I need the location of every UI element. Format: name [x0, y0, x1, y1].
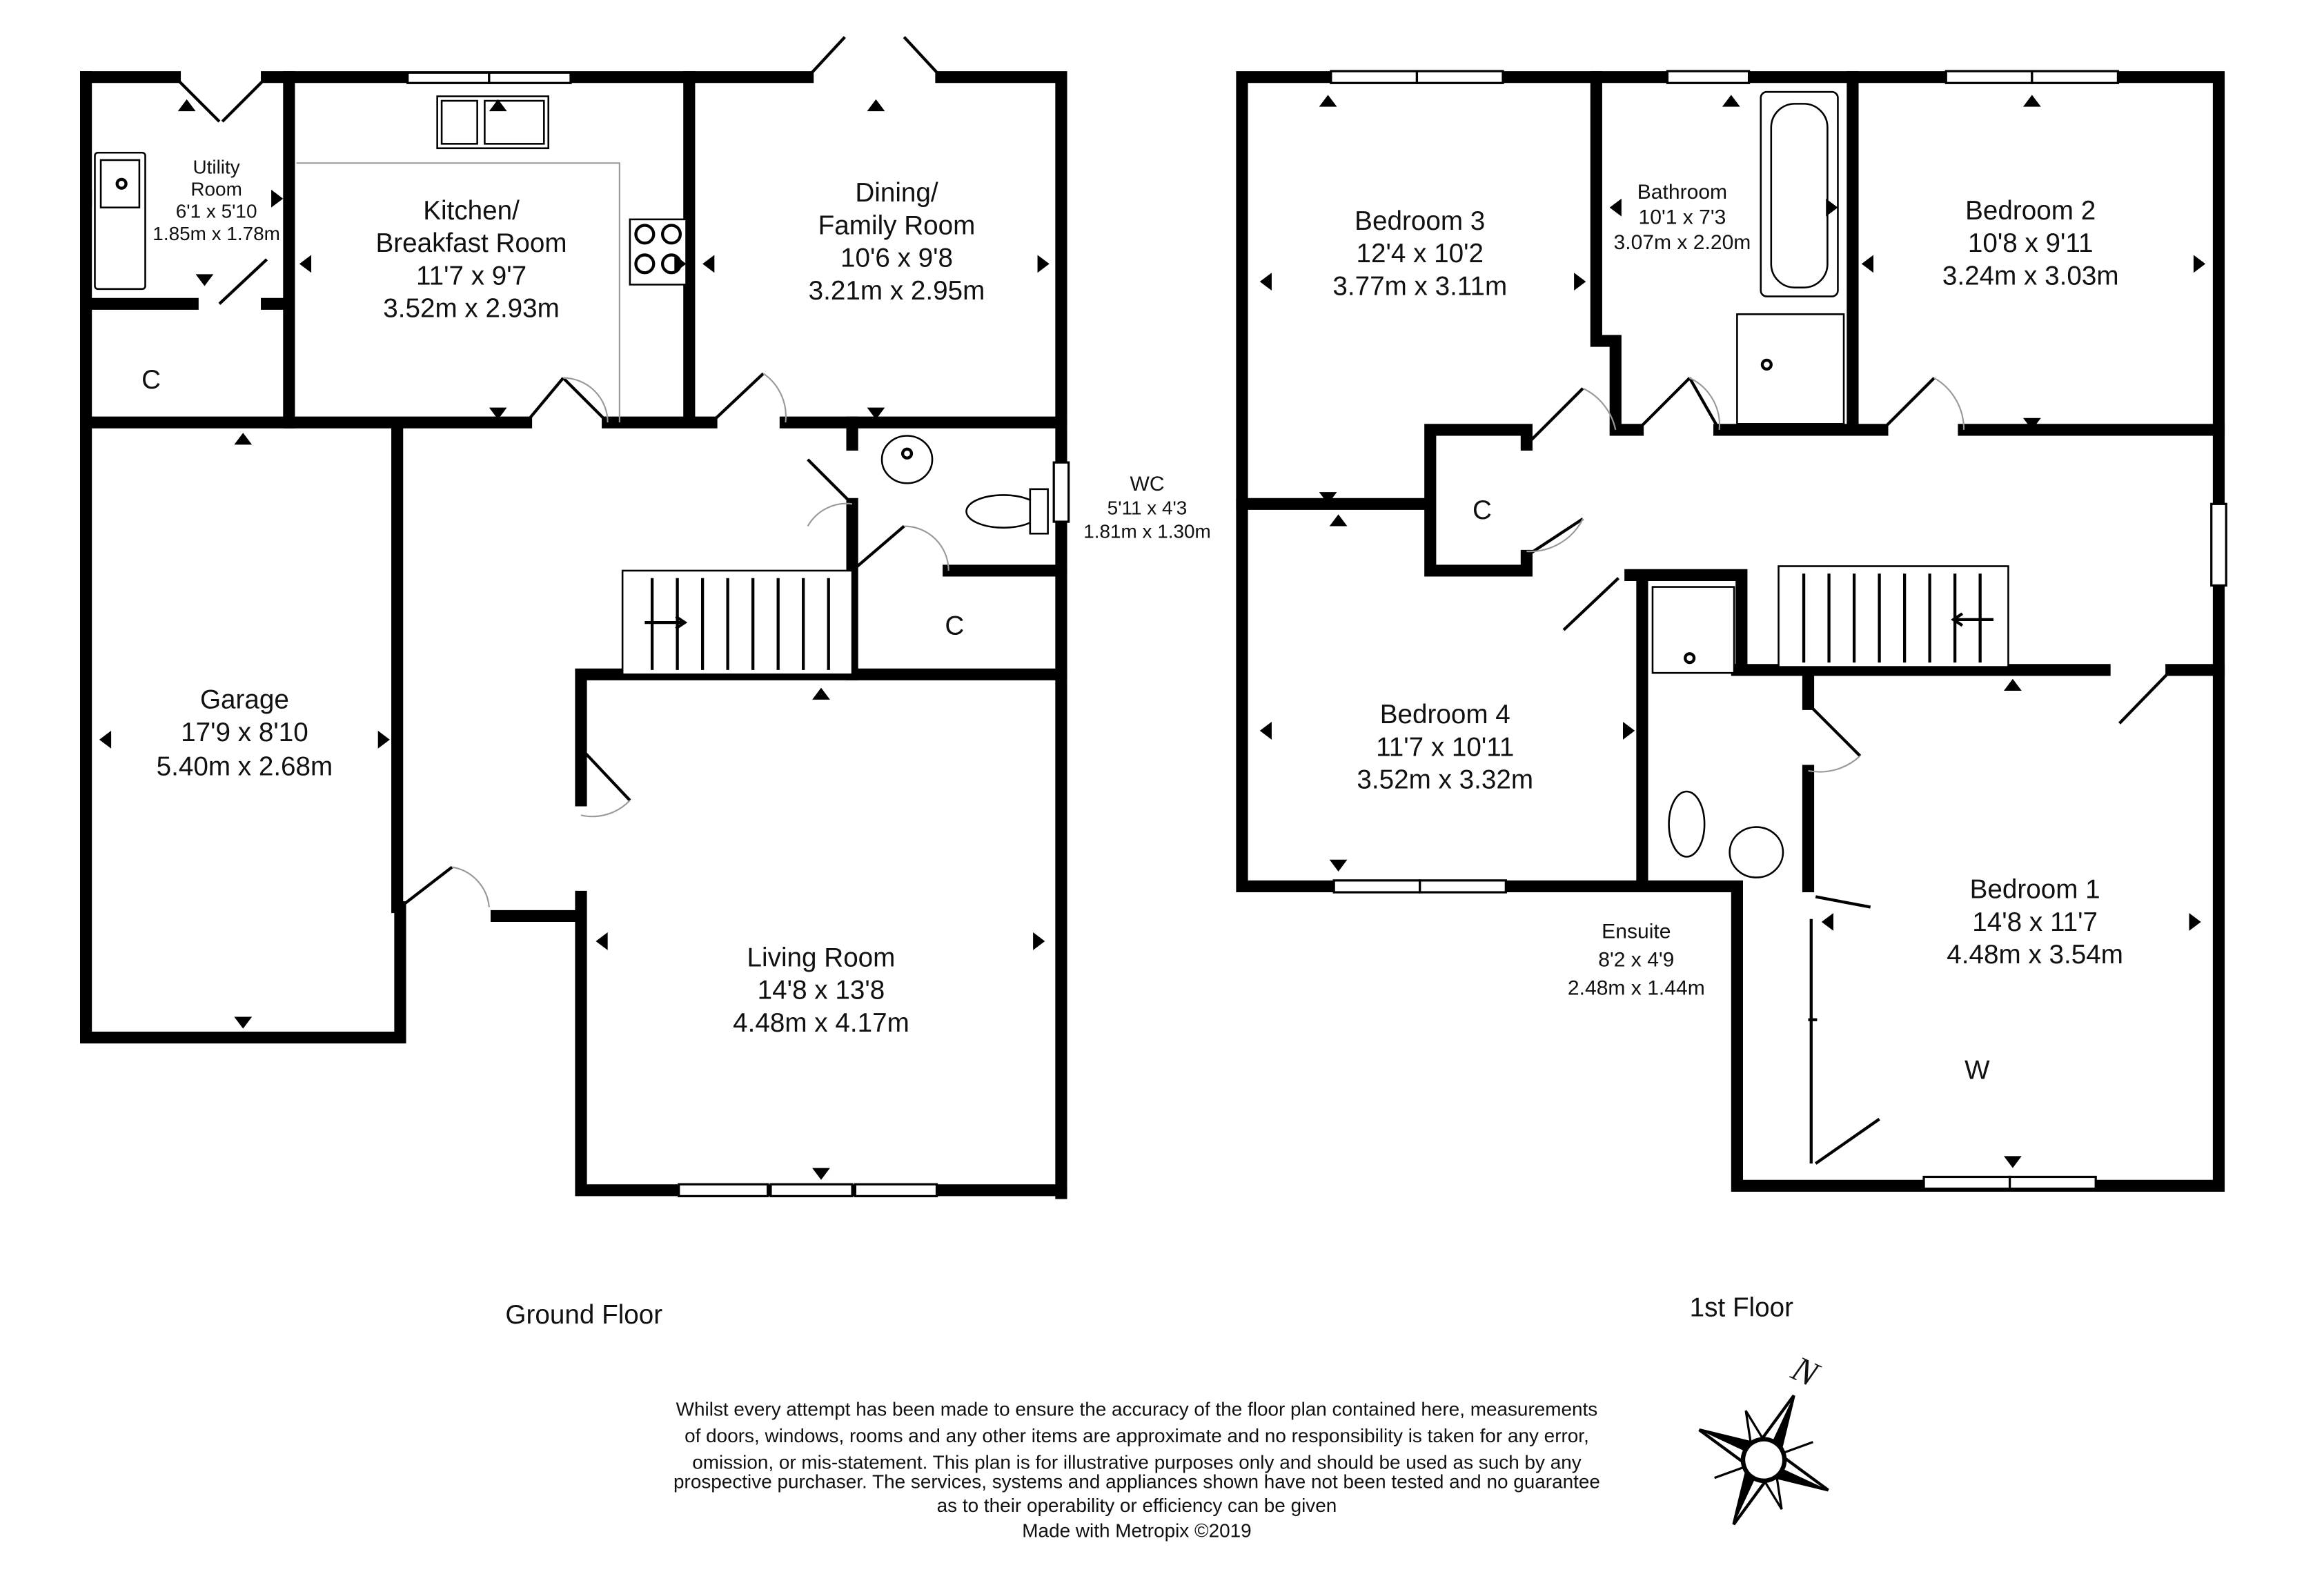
ensuite-metric: 2.48m x 1.44m	[1568, 976, 1705, 999]
utility-metric: 1.85m x 1.78m	[152, 223, 280, 244]
bathroom-label: Bathroom	[1637, 181, 1727, 204]
bedroom1-imperial: 14'8 x 11'7	[1972, 907, 2098, 937]
bedroom3-imperial: 12'4 x 10'2	[1356, 239, 1484, 268]
credit-text: Made with Metropix ©2019	[1022, 1520, 1251, 1541]
bedroom4-metric: 3.52m x 3.32m	[1357, 765, 1533, 795]
bedroom1-metric: 4.48m x 3.54m	[1947, 940, 2123, 970]
utility-label-2: Room	[190, 179, 242, 200]
bedroom4-label: Bedroom 4	[1380, 700, 1510, 729]
windows	[1330, 70, 2227, 1190]
dining-label: Dining/	[855, 178, 938, 208]
dining-label-2: Family Room	[818, 210, 976, 240]
compass-icon: N	[1698, 1348, 1829, 1526]
ground-floor-title: Ground Floor	[505, 1300, 662, 1330]
stairs	[1778, 565, 2009, 668]
cupboard-label: C	[945, 611, 964, 640]
first-floor-plan: Bedroom 3 12'4 x 10'2 3.77m x 3.11m Bath…	[1236, 70, 2227, 1322]
garage-label: Garage	[200, 685, 289, 715]
wc-label: WC	[1130, 473, 1164, 495]
kitchen-label-2: Breakfast Room	[375, 228, 567, 258]
kitchen-metric: 3.52m x 2.93m	[383, 294, 560, 324]
living-metric: 4.48m x 4.17m	[733, 1008, 909, 1038]
dining-imperial: 10'6 x 9'8	[840, 244, 953, 273]
doors	[173, 36, 949, 909]
dining-metric: 3.21m x 2.95m	[809, 276, 985, 306]
compass-north-label: N	[1785, 1348, 1826, 1395]
windows	[406, 71, 1070, 1197]
room-labels: Bedroom 3 12'4 x 10'2 3.77m x 3.11m Bath…	[1332, 181, 2123, 1085]
stairs	[621, 569, 854, 676]
first-floor-title: 1st Floor	[1690, 1292, 1794, 1322]
bedroom3-metric: 3.77m x 3.11m	[1332, 271, 1507, 301]
bedroom1-label: Bedroom 1	[1970, 875, 2100, 905]
utility-imperial: 6'1 x 5'10	[176, 201, 257, 222]
ground-floor-plan: Utility Room 6'1 x 5'10 1.85m x 1.78m C …	[80, 36, 1211, 1330]
wc-imperial: 5'11 x 4'3	[1107, 497, 1188, 518]
utility-label: Utility	[193, 156, 240, 177]
living-imperial: 14'8 x 13'8	[758, 976, 885, 1005]
ensuite-imperial: 8'2 x 4'9	[1598, 948, 1674, 971]
bathroom-metric: 3.07m x 2.20m	[1614, 231, 1751, 254]
ensuite-label: Ensuite	[1602, 921, 1671, 943]
disclaimer-line: Whilst every attempt has been made to en…	[676, 1398, 1598, 1419]
fixtures	[1651, 90, 1845, 1164]
bedroom2-label: Bedroom 2	[1965, 196, 2096, 226]
doors	[1525, 377, 2173, 1165]
kitchen-imperial: 11'7 x 9'7	[416, 261, 526, 291]
garage-imperial: 17'9 x 8'10	[181, 718, 308, 747]
room-labels: Utility Room 6'1 x 5'10 1.85m x 1.78m C …	[141, 156, 1211, 1038]
living-label: Living Room	[747, 943, 896, 972]
cupboard-label: C	[1473, 495, 1492, 525]
wardrobe-label: W	[1964, 1056, 1990, 1085]
kitchen-label: Kitchen/	[423, 196, 520, 226]
garage-metric: 5.40m x 2.68m	[157, 751, 333, 781]
bedroom2-imperial: 10'8 x 9'11	[1968, 228, 2094, 258]
disclaimer-line: of doors, windows, rooms and any other i…	[685, 1425, 1589, 1446]
bedroom2-metric: 3.24m x 3.03m	[1942, 261, 2119, 291]
bathroom-imperial: 10'1 x 7'3	[1639, 206, 1726, 228]
fixtures	[94, 95, 1049, 535]
disclaimer-line: prospective purchaser. The services, sys…	[673, 1471, 1600, 1493]
wc-metric: 1.81m x 1.30m	[1083, 521, 1211, 542]
bedroom3-label: Bedroom 3	[1355, 206, 1485, 236]
disclaimer-line: as to their operability or efficiency ca…	[937, 1495, 1337, 1516]
bedroom4-imperial: 11'7 x 10'11	[1376, 732, 1514, 762]
disclaimer: Whilst every attempt has been made to en…	[673, 1398, 1600, 1541]
cupboard-label: C	[141, 365, 161, 395]
disclaimer-line: omission, or mis-statement. This plan is…	[692, 1452, 1582, 1473]
walls	[1236, 71, 2225, 1192]
